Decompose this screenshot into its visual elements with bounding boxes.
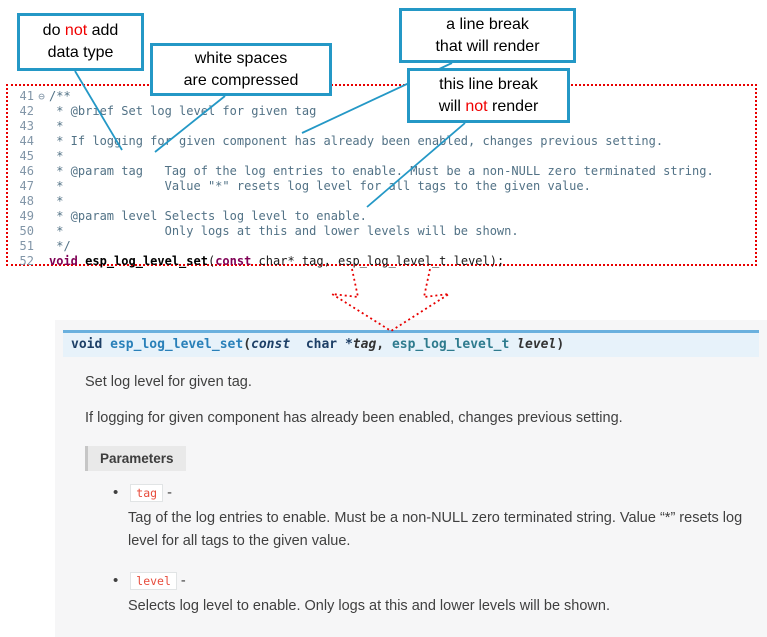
- callout-text: white spaces: [194, 49, 288, 67]
- function-name: esp_log_level_set: [85, 254, 208, 268]
- line-number: 46: [19, 164, 34, 178]
- code-line: 42 * @brief Set log level for given tag: [12, 104, 755, 119]
- function-signature: void esp_log_level_set(const char *tag, …: [63, 330, 759, 357]
- parameters-label: Parameters: [85, 446, 186, 471]
- callout-text: will not render: [438, 97, 539, 115]
- line-number: 42: [19, 104, 34, 118]
- comment-text: *: [49, 149, 64, 163]
- callout-line-break-renders: a line break that will render: [399, 8, 576, 63]
- parameter-item: •level -: [113, 572, 186, 590]
- callout-text: that will render: [435, 37, 540, 55]
- doc-detail-paragraph: If logging for given component has alrea…: [85, 410, 623, 426]
- rendered-doc-panel: void esp_log_level_set(const char *tag, …: [55, 320, 767, 637]
- code-line: 44 * If logging for given component has …: [12, 134, 755, 149]
- code-line: 46 * @param tag Tag of the log entries t…: [12, 164, 755, 179]
- parameter-item: •tag -: [113, 484, 172, 502]
- sig-arg-level: level: [517, 337, 557, 352]
- comment-text: /**: [49, 89, 71, 103]
- code-line: 51 */: [12, 239, 755, 254]
- comment-text: * @param level Selects log level to enab…: [49, 209, 367, 223]
- line-number: 47: [19, 179, 34, 193]
- line-number: 41: [19, 89, 34, 103]
- function-declaration: void esp_log_level_set(const char* tag, …: [49, 254, 505, 268]
- line-number: 50: [19, 224, 34, 238]
- callout-text: data type: [47, 44, 114, 61]
- code-line: 49 * @param level Selects log level to e…: [12, 209, 755, 224]
- sig-function-name: esp_log_level_set: [110, 337, 244, 352]
- code-line: 47 * Value "*" resets log level for all …: [12, 179, 755, 194]
- line-number: 44: [19, 134, 34, 148]
- parameter-description: Selects log level to enable. Only logs a…: [128, 598, 610, 614]
- comment-text: */: [49, 239, 71, 253]
- keyword-void: void: [49, 254, 78, 268]
- comment-text: *: [49, 119, 64, 133]
- code-line: 41 ⊖ /**: [12, 89, 755, 104]
- line-number: 45: [19, 149, 34, 163]
- line-number: 49: [19, 209, 34, 223]
- line-number: 48: [19, 194, 34, 208]
- comment-text: * @brief Set log level for given tag: [49, 104, 317, 118]
- bullet-icon: •: [113, 572, 119, 589]
- comment-text: * Value "*" resets log level for all tag…: [49, 179, 591, 193]
- comment-text: * If logging for given component has alr…: [49, 134, 664, 148]
- callout-no-data-type: do not add data type: [17, 13, 144, 71]
- code-line: 43 *: [12, 119, 755, 134]
- callout-line-break-not-render: this line break will not render: [407, 68, 570, 123]
- callout-text: this line break: [439, 75, 538, 93]
- line-number: 52: [19, 254, 34, 268]
- sig-arg-tag: tag: [352, 337, 377, 352]
- callout-text: do not add: [42, 22, 119, 39]
- sig-type-char: char *: [298, 337, 353, 352]
- code-editor-snippet: 41 ⊖ /** 42 * @brief Set log level for giv…: [6, 84, 757, 269]
- callout-whitespace-compressed: white spaces are compressed: [150, 43, 332, 96]
- line-number: 51: [19, 239, 34, 253]
- callout-text: a line break: [446, 15, 529, 33]
- code-line: 50 * Only logs at this and lower levels …: [12, 224, 755, 239]
- comment-text: *: [49, 194, 64, 208]
- code-line: 45 *: [12, 149, 755, 164]
- sig-type-level: esp_log_level_t: [391, 337, 518, 352]
- param-name-code: tag: [130, 484, 164, 502]
- keyword-const: const: [215, 254, 252, 268]
- doc-brief-paragraph: Set log level for given tag.: [85, 374, 252, 390]
- comment-text: * Only logs at this and lower levels wil…: [49, 224, 519, 238]
- param-name-code: level: [130, 572, 177, 590]
- fold-icon: ⊖: [38, 90, 45, 103]
- sig-keyword-const: const: [251, 337, 298, 352]
- comment-text: * @param tag Tag of the log entries to e…: [49, 164, 714, 178]
- parameter-description: Tag of the log entries to enable. Must b…: [128, 510, 743, 549]
- code-line-declaration: 52 void esp_log_level_set(const char* tag…: [12, 254, 755, 269]
- code-line: 48 *: [12, 194, 755, 209]
- sig-keyword-void: void: [71, 337, 111, 352]
- callout-text: are compressed: [183, 71, 299, 89]
- bullet-icon: •: [113, 484, 119, 501]
- line-number: 43: [19, 119, 34, 133]
